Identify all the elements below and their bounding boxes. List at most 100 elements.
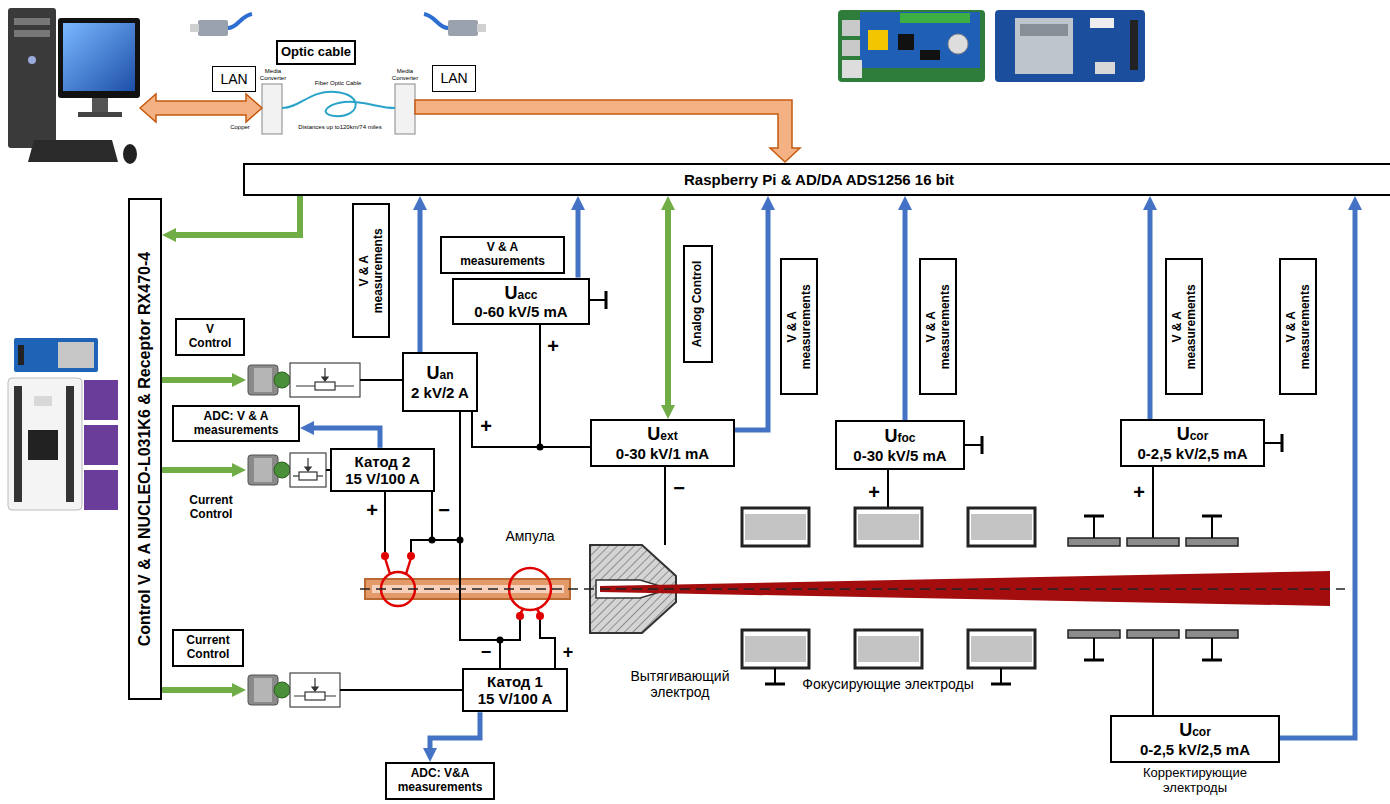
media-converter-icon: [262, 84, 282, 134]
heater-coil: [385, 558, 390, 574]
ground-symbol: [774, 668, 776, 684]
potentiometer-symbol: [290, 363, 360, 397]
box-text: ADC: V&A measurements: [390, 767, 490, 795]
wifi-module-photo: [1090, 18, 1114, 28]
rotated-text-holder: Control V & A NUCLEO-L031K6 & Receptor R…: [130, 200, 160, 698]
computer-icon: [78, 112, 122, 117]
supply-name: Uext: [647, 424, 677, 445]
wifi-receiver-photo: [18, 345, 24, 365]
circuit-wire: [432, 539, 460, 541]
power-supply-box: Uacc0-60 kV/5 mA: [452, 278, 590, 326]
heater-coil: [536, 612, 544, 620]
supply-name: Ufoc: [885, 426, 916, 447]
computer-icon: [14, 18, 50, 25]
measurement-tag: V & A measurements: [1165, 258, 1203, 395]
network-arrow: [140, 94, 262, 122]
control-label: Current Control: [180, 494, 242, 522]
potentiometer-symbol: [312, 687, 318, 691]
computer-icon: [8, 8, 56, 148]
focusing-electrode: [968, 630, 1035, 668]
ground-symbol: [1265, 442, 1282, 444]
motor-icon: [274, 682, 290, 698]
cable-label-box: Optic cable: [276, 40, 356, 65]
ion-beam: [360, 571, 1345, 606]
box-text: V & A measurements: [357, 223, 385, 318]
ground-symbol: [1211, 638, 1213, 660]
signal-arrow: [903, 210, 908, 420]
ground-symbol: [1000, 668, 1002, 684]
device-caption: Fiber Optic Cable: [300, 80, 376, 87]
polarity-sign: +: [866, 482, 882, 502]
circuit-wire: [540, 616, 555, 668]
control-tag: V Control: [175, 318, 245, 356]
potentiometer-symbol: [290, 673, 340, 707]
device-caption: Media Converter: [388, 68, 422, 82]
box-text: Current Control: [177, 634, 239, 662]
lan-plug-icon: [190, 24, 199, 32]
correcting-electrode: [1068, 538, 1238, 638]
measurement-tag: ADC: V&A measurements: [385, 762, 495, 800]
raspberry-pi-photo: [838, 10, 985, 82]
supply-name: Uacc: [504, 283, 537, 304]
circuit-wire: [1152, 638, 1154, 716]
supply-name: Ucor: [1179, 720, 1211, 741]
correcting-electrode: [1068, 630, 1120, 638]
ground-symbol: [1093, 516, 1095, 538]
media-converter-icon: [262, 84, 415, 134]
potentiometer-symbol: [299, 472, 317, 480]
signal-arrow: [176, 196, 300, 235]
raspberry-pi-photo: [898, 34, 914, 50]
box-text: 15 V/100 A: [345, 470, 420, 487]
lan-plug-icon: [198, 20, 228, 36]
circuit-wire: [887, 470, 889, 508]
box-text: V & A measurements: [455, 241, 550, 269]
motor-icon: [254, 368, 272, 392]
nucleo-board-photo: [8, 378, 118, 510]
potentiometer-symbol: [315, 382, 335, 390]
correcting-electrode: [1127, 630, 1179, 638]
focusing-electrode: [745, 514, 806, 540]
signal-arrow: [665, 210, 671, 405]
cathode-supply-box: Катод 215 V/100 A: [330, 448, 435, 493]
ground-symbol: [1084, 659, 1104, 662]
potentiometer-symbol: [305, 467, 311, 471]
heater-coil: [407, 552, 415, 560]
lan-plug-icon: [190, 14, 252, 36]
wifi-receiver-photo: [14, 338, 98, 372]
nucleo-board-photo: [66, 386, 74, 502]
polarity-sign: −: [478, 643, 494, 661]
raspberry-pi-photo: [842, 40, 860, 56]
wifi-receiver-photo: [14, 338, 98, 372]
lan-plug-icon: [424, 14, 486, 36]
circuit-wire: [326, 325, 1153, 716]
nucleo-board-photo: [28, 430, 58, 460]
rotated-text-holder: V & A measurements: [354, 205, 388, 336]
potentiometer-symbol: [290, 453, 326, 487]
lan-plug-icon: [448, 20, 478, 36]
nucleo-board-photo: [84, 425, 118, 465]
correcting-electrode: [1127, 538, 1179, 546]
focusing-electrode: [742, 630, 809, 668]
nucleo-board-photo: [84, 470, 118, 510]
power-supply-box: Uan2 kV/2 A: [402, 352, 478, 412]
focusing-electrode: [971, 514, 1032, 540]
lan-plug-icon: [477, 24, 486, 32]
lan-plug-icon: [424, 14, 448, 28]
raspberry-pi-photo: [948, 34, 968, 54]
box-text: V & A measurements: [785, 279, 813, 374]
control-arrow: [162, 467, 232, 473]
part-label: Фокусирующие электроды: [780, 676, 996, 692]
device-caption: Distances up to120km/74 miles: [284, 124, 396, 131]
motor-icon: [274, 372, 290, 388]
signal-arrow: [430, 712, 480, 748]
nucleo-board-photo: [8, 378, 82, 510]
computer-icon: [92, 98, 108, 112]
focusing-electrode: [968, 508, 1035, 546]
heater-coil: [406, 558, 411, 574]
potentiometer-symbol: [290, 363, 360, 707]
computer-icon: [8, 8, 140, 164]
circuit-wire: [360, 379, 402, 381]
focusing-electrode: [971, 636, 1032, 662]
motor-icon: [254, 678, 272, 702]
raspberry-pi-photo: [868, 30, 888, 50]
